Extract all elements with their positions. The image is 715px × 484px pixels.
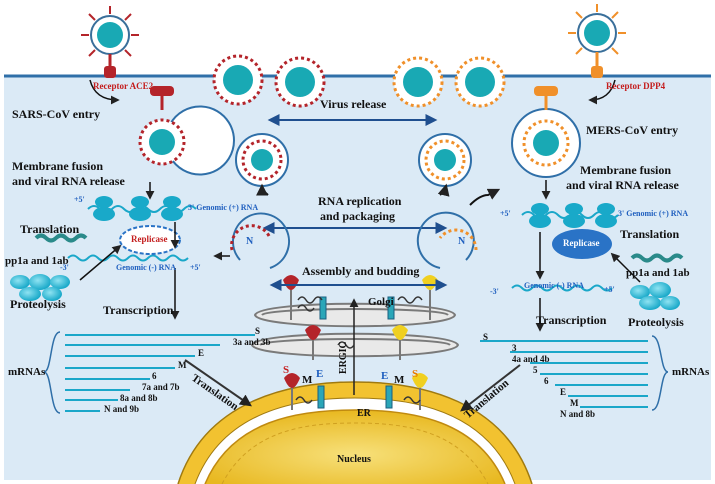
replicase-cloud-left [119,225,181,255]
nucleus-label: Nucleus [337,454,371,465]
protein-m-right: M [394,374,405,386]
protein-n-right: N [458,236,466,247]
protein-m-left: M [302,374,313,386]
right-gene-e: E [560,387,567,397]
right-plus5: +5' [500,209,511,218]
left-gene-n9b: N and 9b [104,404,140,414]
virus-outside-left [81,6,139,78]
mers-entry-label: MERS-CoV entry [586,123,679,137]
nucleus [204,409,506,484]
fusion-left-line2: and viral RNA release [12,174,125,188]
protein-s-right: S [412,368,419,380]
left-plus5b: +5' [190,263,201,272]
budding-right [416,211,478,269]
right-pp-label: pp1a and 1ab [626,267,690,279]
right-gene-s: S [483,332,489,342]
released-virus-1 [212,54,264,106]
golgi-apparatus [250,302,460,358]
left-gene-8a8b: 8a and 8b [120,393,158,403]
right-proteolysis-label: Proteolysis [628,315,684,329]
budding-left [230,212,291,269]
left-translation-label: Translation [20,222,80,236]
left-gene-s: S [255,326,261,336]
right-gene-m: M [570,398,579,408]
released-virus-2 [274,56,326,108]
right-gene-4a4b: 4a and 4b [512,354,550,364]
proteolysis-blobs-right [630,282,680,310]
proteolysis-blobs-left [10,274,70,301]
receptor-dpp4-label: Receptor DPP4 [606,81,666,91]
left-gene-m: M [178,360,187,370]
right-gene-n8b: N and 8b [560,409,596,419]
right-minus3: -3' [490,287,499,296]
left-gene-7a7b: 7a and 7b [142,382,180,392]
right-genomic-minus: Genomic (-) RNA [524,281,584,290]
vesicle-virus-right [418,133,472,187]
ergic-label: ERGIC [338,341,349,374]
right-genomic-plus: 3' Genomic (+) RNA [618,209,689,218]
golgi-label: Golgi [368,296,394,308]
right-transcription-label: Transcription [536,313,607,327]
virus-release-label: Virus release [320,97,387,111]
left-proteolysis-label: Proteolysis [10,297,66,311]
replicase-cloud-right [552,229,612,259]
right-gene-5: 5 [533,365,538,375]
fusion-left-line1: Membrane fusion [12,159,103,173]
protein-e-right: E [381,370,389,382]
protein-n-left: N [246,236,254,247]
left-mrnas-label: mRNAs [8,366,46,378]
right-gene-6: 6 [544,376,549,386]
left-replicase-label: Replicase [131,234,168,244]
sars-entry-label: SARS-CoV entry [12,107,101,121]
endosome-right [511,86,581,178]
left-pp-label: pp1a and 1ab [5,255,69,267]
er-label: ER [357,408,371,419]
golgi-proteins [283,275,438,410]
receptor-ace2-label: Receptor ACE2 [93,81,154,91]
right-mrnas-label: mRNAs [672,366,710,378]
right-replicase-label: Replicase [563,238,600,248]
right-rna [511,203,684,292]
left-transcription-label: Transcription [103,303,174,317]
left-gene-6: 6 [152,371,157,381]
left-gene-3a3b: 3a and 3b [233,337,271,347]
right-mrna-lines [480,340,648,408]
right-plus5b: +5' [604,285,615,294]
released-virus-4 [454,56,506,108]
nucleocapsid-coils [295,296,423,404]
virus-outside-right [568,4,626,78]
vesicle-virus-left [235,133,289,187]
left-minus3: -3' [60,263,69,272]
protein-e-left: E [316,368,324,380]
endosome-left [138,86,235,176]
left-mrna-lines [65,334,255,412]
rna-replication-label-1: RNA replication [318,194,402,208]
fusion-right-line1: Membrane fusion [580,163,671,177]
released-virus-3 [392,56,444,108]
left-plus5: +5' [74,195,85,204]
right-gene-3: 3 [512,343,517,353]
left-genomic-plus: 3' Genomic (+) RNA [188,203,259,212]
fusion-right-line2: and viral RNA release [566,178,679,192]
rna-replication-label-2: and packaging [320,209,396,223]
protein-s-left: S [283,364,290,376]
left-genomic-minus: Genomic (-) RNA [116,263,176,272]
left-gene-e: E [198,348,205,358]
right-translation-label: Translation [620,227,680,241]
assembly-label: Assembly and budding [302,264,420,278]
left-rna [34,196,197,262]
